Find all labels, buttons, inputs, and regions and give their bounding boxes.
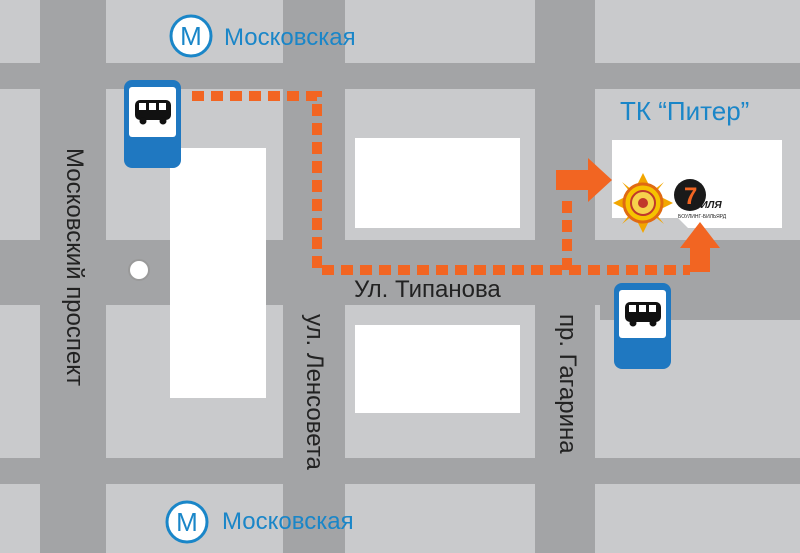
dotted-route (192, 91, 690, 275)
route-arrows (556, 158, 720, 272)
seven-mile-logo: 7 МИЛЯ БОУЛИНГ-БИЛЬЯРД (674, 179, 727, 220)
street-label-moskovsky: Московский проспект (61, 148, 88, 386)
metro-bottom-label: Московская (222, 508, 354, 535)
street-label-gagarina: пр. Гагарина (554, 314, 581, 454)
metro-bottom-icon: М (165, 500, 209, 544)
sun-logo-icon (613, 173, 673, 233)
logo-7-number: 7 (684, 183, 697, 210)
street-label-tipanova: Ул. Типанова (354, 276, 501, 303)
metro-top-letter: М (180, 21, 202, 51)
destination-label: ТК “Питер” (620, 96, 750, 126)
location-dot-icon (128, 259, 150, 281)
bus-icon (135, 100, 171, 125)
bus-stop-right[interactable] (614, 283, 671, 369)
logo-7-subtext: БОУЛИНГ-БИЛЬЯРД (678, 214, 727, 220)
buildings (170, 138, 782, 413)
building-left (170, 148, 266, 398)
metro-top-icon: М (169, 14, 213, 58)
street-label-lensoveta: ул. Ленсовета (301, 314, 328, 470)
building-middle-top (355, 138, 520, 228)
road-top (0, 63, 800, 89)
arrow-up-icon (680, 222, 720, 272)
arrow-right-icon (556, 158, 612, 202)
metro-top-label: Московская (224, 24, 356, 51)
road-bottom (0, 458, 800, 484)
bus-stop-top[interactable] (124, 80, 181, 168)
bus-icon (625, 302, 661, 327)
metro-bottom-letter: М (176, 507, 198, 537)
route-path-main (192, 91, 690, 275)
building-middle-bottom (355, 325, 520, 413)
logo-7-text: МИЛЯ (692, 200, 722, 211)
